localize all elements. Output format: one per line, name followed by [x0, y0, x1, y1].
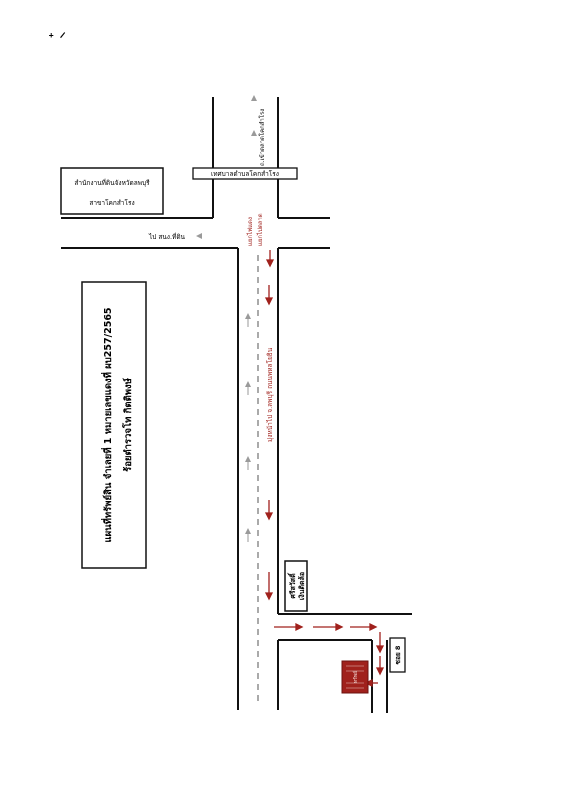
shop-box — [284, 560, 308, 612]
land-office-box — [60, 167, 164, 215]
lane-arrow-up — [251, 130, 257, 136]
map-title-box — [81, 281, 147, 569]
main-road-label: มุ่งหน้าไป จ.ลพบุรี ถนนพหลโยธิน — [266, 347, 274, 442]
soi-sign — [389, 637, 406, 673]
junction-label-1: แยกไฟแดง — [246, 217, 254, 246]
route-arrow-down — [375, 656, 385, 676]
property-building-label: ทรัพย์ — [352, 671, 359, 683]
soi-sign-text: ซอย 8 — [394, 645, 402, 664]
route-arrow-down — [375, 632, 385, 654]
route-arrows — [264, 250, 385, 688]
map-title-line2: ร้อยตำรวจโท กิตติพงษ์ — [122, 377, 134, 472]
municipality-sign — [192, 167, 298, 180]
lane-arrow-up — [245, 456, 251, 470]
lane-arrow-up — [251, 95, 257, 101]
property-building: ทรัพย์ — [341, 660, 369, 694]
lane-arrow-up — [245, 528, 251, 542]
lane-arrow-up — [245, 381, 251, 395]
upper-road-label: ถ.เข้าตลาดโคกสำโรง — [258, 109, 266, 166]
route-arrow-down — [265, 250, 275, 268]
route-arrow-right — [274, 622, 304, 632]
land-office-branch: สาขาโคกสำโรง — [89, 199, 134, 207]
municipality-sign-text: เทศบาลตำบลโคกสำโรง — [211, 170, 279, 178]
route-arrow-right — [313, 622, 344, 632]
route-arrow-left — [364, 678, 378, 688]
shop-name-line1: ศรีสวัสดิ์ — [287, 572, 297, 599]
junction-label-2: แยกไปตลาด — [256, 213, 264, 246]
lane-arrows-up — [196, 95, 257, 542]
route-arrow-down — [264, 500, 274, 521]
shop-name-line2: เงินติดล้อ — [297, 572, 306, 600]
header-marks: ᐩ ᐟ — [48, 29, 66, 48]
route-arrow-down — [264, 572, 274, 601]
route-arrow-down — [264, 285, 274, 306]
route-arrow-right — [350, 622, 378, 632]
land-office-name: สำนักงานที่ดินจังหวัดลพบุรี — [74, 178, 150, 187]
map-title-line1: แผนที่ทรัพย์สิน จำเลยที่ 1 หมายเลขแดงที่… — [100, 307, 114, 542]
lane-arrow-left — [196, 233, 202, 239]
property-building-body — [341, 660, 369, 694]
to-land-office-label: ไป สนง.ที่ดิน — [148, 232, 186, 241]
road-network — [61, 97, 412, 713]
lane-arrow-up — [245, 313, 251, 327]
